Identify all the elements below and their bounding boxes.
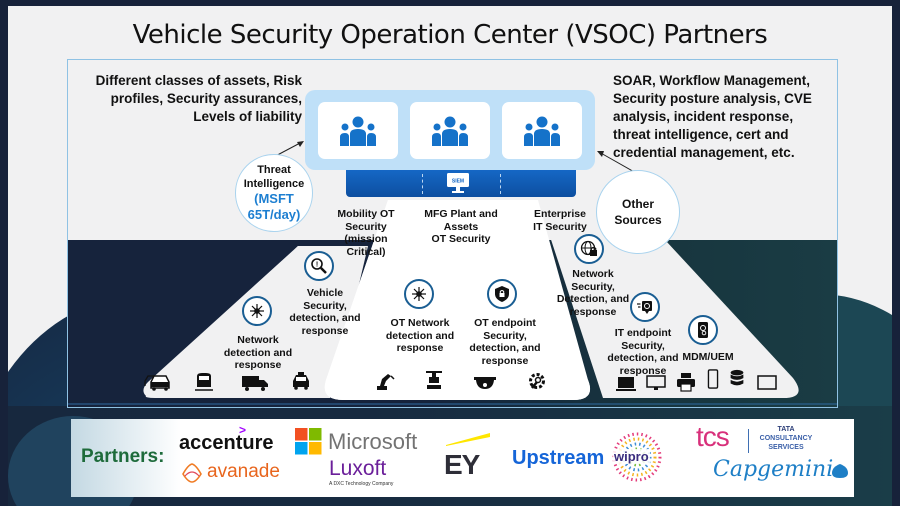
phone-icon [707, 369, 719, 389]
taxi-icon [293, 372, 309, 390]
capabilities-note: SOAR, Workflow Management, Security post… [613, 73, 812, 160]
threat-intelligence-circle: Threat Intelligence (MSFT 65T/day) [235, 154, 313, 232]
partners-strip: Partners: accenture > avanade Microsoft … [71, 419, 854, 497]
tata-consultancy-logo: TATA CONSULTANCY SERVICES [759, 426, 813, 451]
train-icon [195, 373, 213, 391]
upstream-logo: Upstream [512, 447, 605, 469]
wipro-logo: wipro [613, 449, 650, 464]
capgemini-logo: Capgemini [713, 457, 834, 482]
ot-network-icon [404, 279, 434, 309]
accenture-logo: accenture [179, 432, 274, 454]
team-card [410, 102, 490, 159]
siem-bar: SIEM [346, 170, 576, 197]
it-endpoint-icon [630, 292, 660, 322]
monitor-icon [646, 375, 666, 390]
truck-icon [242, 376, 268, 391]
vehicle-security-icon: ! [304, 251, 334, 281]
microsoft-squares-icon [295, 428, 322, 455]
avanade-logo: avanade [207, 461, 280, 482]
ot-endpoint-shield-icon [487, 279, 517, 309]
robot-arm-icon [377, 374, 395, 390]
team-icon [432, 116, 468, 146]
slide-title: Vehicle Security Operation Center (VSOC)… [132, 20, 768, 50]
press-machine-icon [426, 371, 442, 389]
soc-team-bar [305, 90, 595, 170]
assets-note: Different classes of assets, Risk profil… [95, 73, 302, 124]
arrow-other-sources [598, 151, 637, 174]
mdm-uem-icon [688, 315, 718, 345]
gear-wrench-icon [529, 373, 545, 389]
network-detection-icon [242, 296, 272, 326]
microsoft-logo: Microsoft [328, 429, 418, 454]
slide: Vehicle Security Operation Center (VSOC)… [8, 6, 892, 506]
network-security-globe-icon [574, 234, 604, 264]
vsoc-diagram: Different classes of assets, Risk profil… [67, 59, 838, 408]
mdm-uem-label: MDM/UEM [682, 351, 734, 363]
laptop-icon [616, 377, 636, 391]
tablet-icon [757, 375, 777, 390]
luxoft-logo: Luxoft [329, 457, 387, 480]
luxoft-tagline: A DXC Technology Company [329, 481, 394, 487]
ey-beam-icon [446, 433, 490, 446]
cars-icon [144, 375, 170, 391]
svg-text:SIEM: SIEM [452, 179, 464, 185]
accenture-chevron-icon: > [239, 423, 247, 437]
team-card [318, 102, 398, 159]
siem-monitor-icon: SIEM [447, 173, 469, 193]
partners-label: Partners: [81, 446, 165, 467]
security-camera-icon [474, 377, 496, 389]
team-card [502, 102, 582, 159]
tcs-logo: tcs [696, 421, 730, 452]
ey-logo: EY [444, 449, 480, 480]
other-sources-circle: Other Sources [596, 170, 680, 254]
database-icon [730, 369, 744, 386]
avanade-mark-icon [182, 463, 202, 483]
svg-text:!: ! [316, 262, 318, 269]
capgemini-spade-icon [832, 464, 848, 478]
printer-icon [677, 373, 695, 392]
team-icon [524, 116, 560, 146]
team-icon [340, 116, 376, 146]
